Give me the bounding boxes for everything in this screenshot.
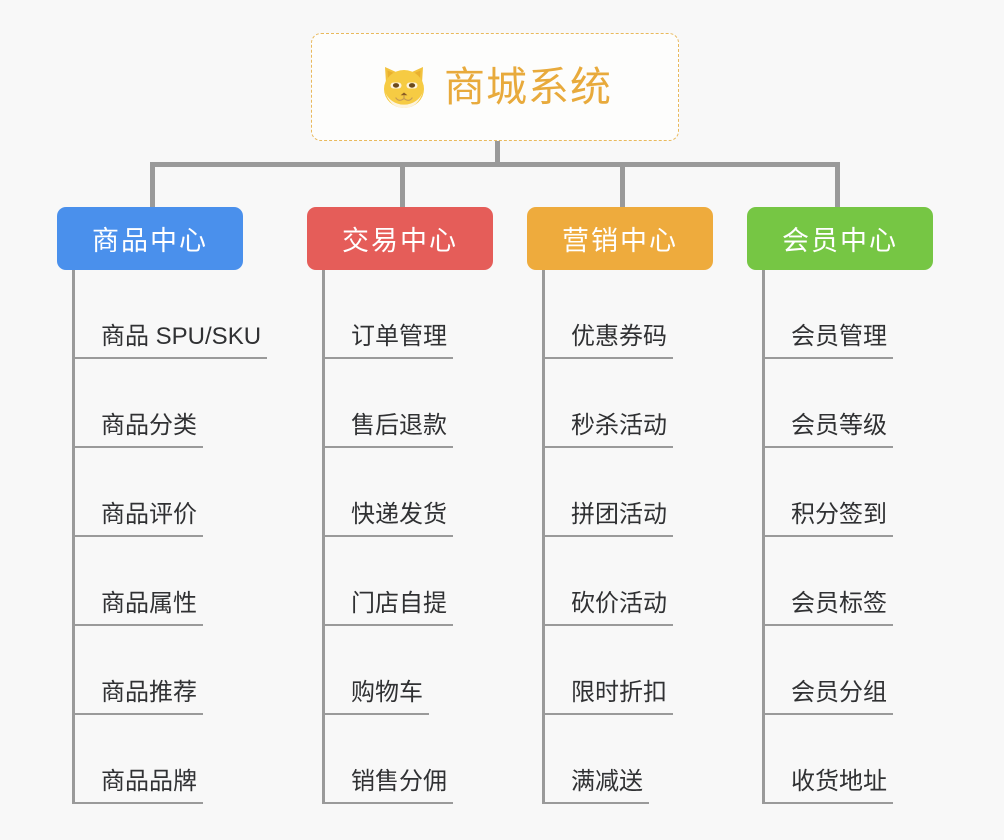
leaf-item[interactable]: 会员标签 <box>765 537 933 626</box>
branch-column-goods-center: 商品中心商品 SPU/SKU 商品分类商品评价商品属性商品推荐商品品牌 <box>57 207 268 804</box>
leaf-item-label: 销售分佣 <box>325 768 453 804</box>
leaf-item-label: 会员标签 <box>765 590 893 626</box>
leaf-item[interactable]: 商品推荐 <box>75 626 267 715</box>
leaf-item-label: 商品 SPU/SKU <box>75 323 268 359</box>
leaf-item-label: 商品属性 <box>75 590 203 626</box>
leaf-item-label: 砍价活动 <box>545 590 673 626</box>
leaf-item-label: 商品品牌 <box>75 768 203 804</box>
leaf-item[interactable]: 商品分类 <box>75 359 267 448</box>
leaf-item[interactable]: 售后退款 <box>325 359 493 448</box>
leaf-item[interactable]: 秒杀活动 <box>545 359 713 448</box>
connector-horizontal-bar <box>150 162 840 167</box>
leaf-item[interactable]: 商品 SPU/SKU <box>75 270 268 359</box>
leaf-item-label: 会员等级 <box>765 412 893 448</box>
leaf-item[interactable]: 拼团活动 <box>545 448 713 537</box>
leaf-item[interactable]: 积分签到 <box>765 448 933 537</box>
shiba-dog-face-icon <box>378 61 430 113</box>
connector-drop-goods <box>150 162 155 208</box>
leaf-item[interactable]: 砍价活动 <box>545 537 713 626</box>
leaf-item-label: 会员分组 <box>765 679 893 715</box>
branch-header-trade-center[interactable]: 交易中心 <box>307 207 493 270</box>
leaf-item[interactable]: 收货地址 <box>765 715 933 804</box>
leaf-item-label: 订单管理 <box>325 323 453 359</box>
connector-drop-member <box>835 162 840 208</box>
leaf-item[interactable]: 商品品牌 <box>75 715 267 804</box>
leaf-item-label: 积分签到 <box>765 501 893 537</box>
leaf-item[interactable]: 快递发货 <box>325 448 493 537</box>
connector-root-stem <box>495 141 500 165</box>
leaf-item[interactable]: 会员管理 <box>765 270 933 359</box>
leaf-item-label: 门店自提 <box>325 590 453 626</box>
leaf-item[interactable]: 满减送 <box>545 715 713 804</box>
branch-header-member-center[interactable]: 会员中心 <box>747 207 933 270</box>
leaf-item[interactable]: 订单管理 <box>325 270 493 359</box>
leaf-item-label: 售后退款 <box>325 412 453 448</box>
branch-header-goods-center[interactable]: 商品中心 <box>57 207 243 270</box>
branch-column-marketing-center: 营销中心优惠券码秒杀活动拼团活动砍价活动限时折扣满减送 <box>527 207 713 804</box>
leaf-item[interactable]: 限时折扣 <box>545 626 713 715</box>
leaf-item[interactable]: 商品评价 <box>75 448 267 537</box>
leaf-item-label: 商品分类 <box>75 412 203 448</box>
branch-column-member-center: 会员中心会员管理会员等级积分签到会员标签会员分组收货地址 <box>747 207 933 804</box>
leaf-item-label: 快递发货 <box>325 501 453 537</box>
leaf-item-label: 满减送 <box>545 768 649 804</box>
leaf-item[interactable]: 会员分组 <box>765 626 933 715</box>
leaf-item[interactable]: 商品属性 <box>75 537 267 626</box>
branch-trunk-trade-center: 订单管理售后退款快递发货门店自提购物车销售分佣 <box>322 270 493 804</box>
leaf-item[interactable]: 销售分佣 <box>325 715 493 804</box>
connector-drop-trade <box>400 162 405 208</box>
leaf-item[interactable]: 门店自提 <box>325 537 493 626</box>
leaf-item[interactable]: 购物车 <box>325 626 493 715</box>
leaf-item-label: 会员管理 <box>765 323 893 359</box>
branch-trunk-member-center: 会员管理会员等级积分签到会员标签会员分组收货地址 <box>762 270 933 804</box>
leaf-item-label: 秒杀活动 <box>545 412 673 448</box>
root-title: 商城系统 <box>444 63 612 110</box>
branch-column-trade-center: 交易中心订单管理售后退款快递发货门店自提购物车销售分佣 <box>307 207 493 804</box>
leaf-item-label: 限时折扣 <box>545 679 673 715</box>
leaf-item-label: 商品推荐 <box>75 679 203 715</box>
leaf-item-label: 优惠券码 <box>545 323 673 359</box>
branch-header-marketing-center[interactable]: 营销中心 <box>527 207 713 270</box>
leaf-item-label: 收货地址 <box>765 768 893 804</box>
leaf-item[interactable]: 优惠券码 <box>545 270 713 359</box>
leaf-item-label: 拼团活动 <box>545 501 673 537</box>
leaf-item-label: 商品评价 <box>75 501 203 537</box>
root-node[interactable]: 商城系统 <box>311 33 679 141</box>
leaf-item-label: 购物车 <box>325 679 429 715</box>
leaf-item[interactable]: 会员等级 <box>765 359 933 448</box>
branch-trunk-goods-center: 商品 SPU/SKU 商品分类商品评价商品属性商品推荐商品品牌 <box>72 270 268 804</box>
branch-trunk-marketing-center: 优惠券码秒杀活动拼团活动砍价活动限时折扣满减送 <box>542 270 713 804</box>
connector-drop-marketing <box>620 162 625 208</box>
